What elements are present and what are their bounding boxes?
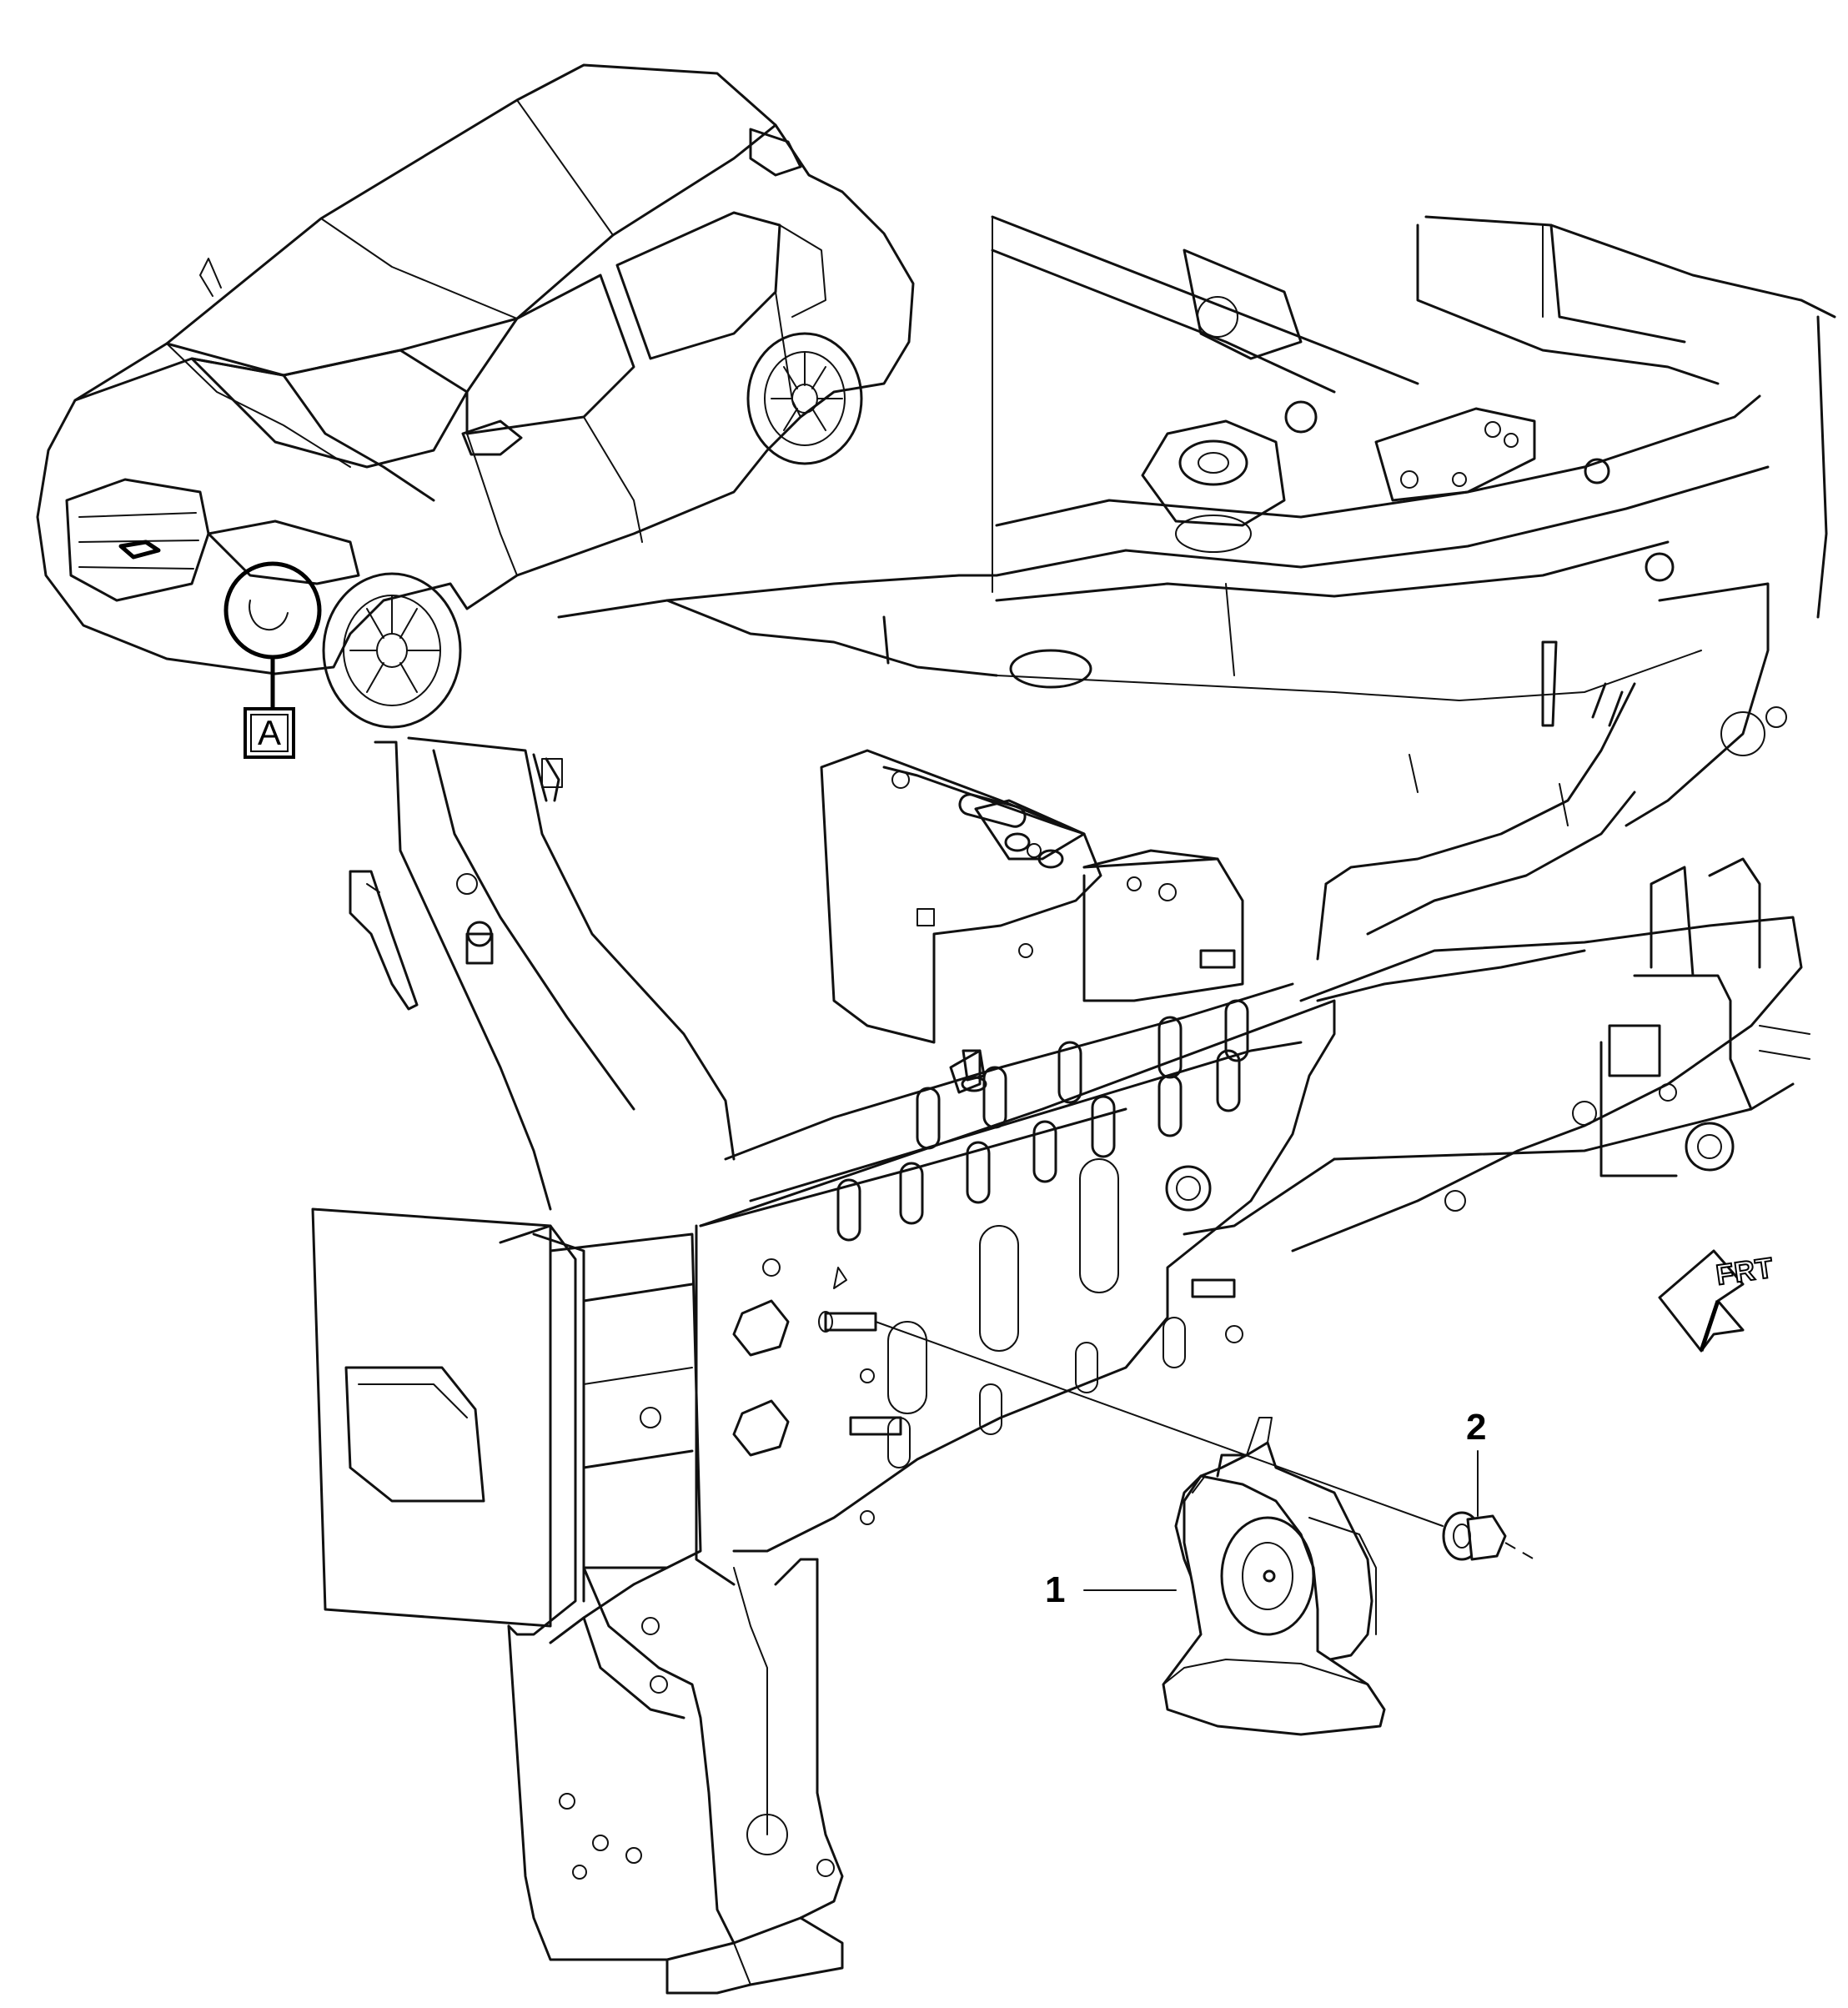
vehicle-overview [36, 63, 915, 729]
lower-rail-assembly [311, 1207, 844, 1995]
nut [1442, 1511, 1507, 1561]
upper-structure [557, 215, 1836, 827]
view-a-label-box: A [244, 707, 295, 759]
front-direction-arrow-icon [1658, 1249, 1745, 1353]
callout-1-horn: 1 [1045, 1569, 1066, 1610]
view-a-label: A [250, 713, 289, 752]
front-end-structure [349, 682, 1810, 1586]
assembly-lines [875, 1321, 1535, 1560]
horn [1162, 1417, 1386, 1736]
beam-slots [836, 999, 1249, 1468]
callout-2-nut: 2 [1466, 1407, 1487, 1448]
